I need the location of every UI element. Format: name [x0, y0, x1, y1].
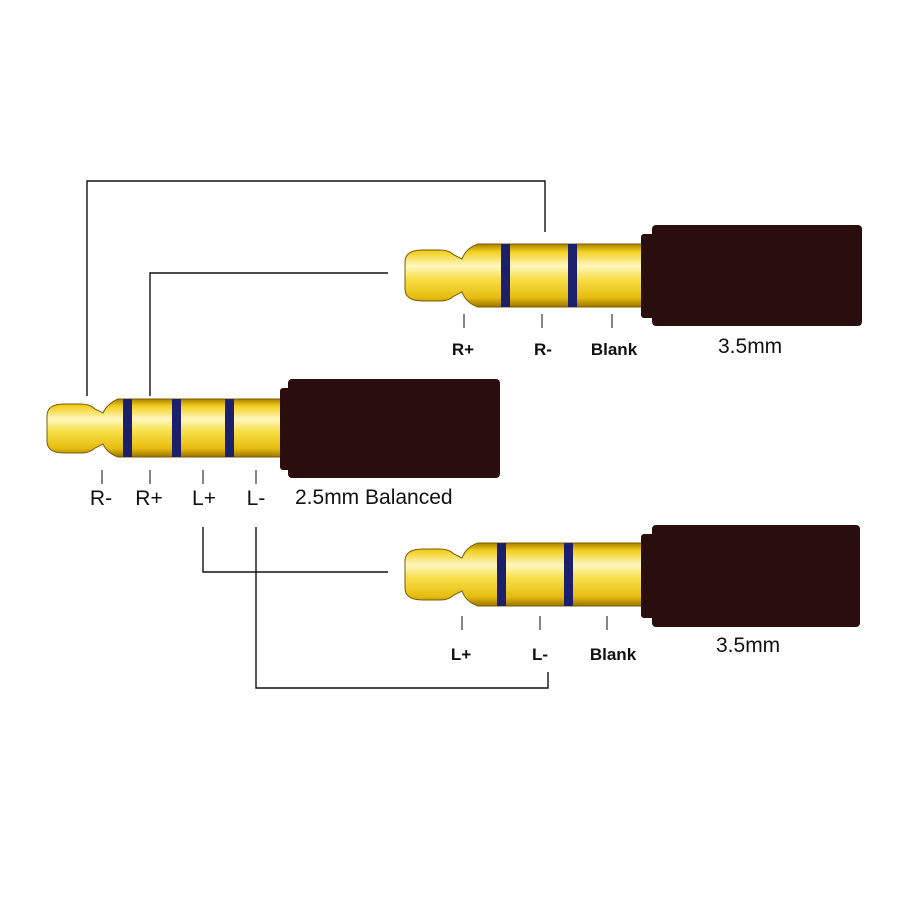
plug-2-5mm-balanced	[46, 379, 500, 484]
plug-3-5mm-left	[404, 525, 860, 630]
left-ring-2	[564, 543, 573, 606]
left-pin-ticks	[461, 616, 608, 630]
wire-l-minus	[255, 527, 549, 689]
right-pin-label-blank: Blank	[590, 340, 638, 359]
wire-l-plus	[202, 527, 388, 573]
balanced-ring-3	[225, 399, 234, 457]
balanced-pin-label-l-plus: L+	[192, 487, 216, 510]
balanced-pin-label-r-minus: R-	[89, 487, 113, 510]
left-plug-metal	[404, 542, 646, 607]
right-pin-label-r-plus: R+	[451, 340, 475, 359]
left-pin-label-blank: Blank	[589, 645, 637, 664]
balanced-plug-metal	[46, 398, 284, 458]
left-pin-label-l-plus: L+	[450, 645, 472, 664]
balanced-pin-label-l-minus: L-	[246, 487, 266, 510]
wire-r-plus	[149, 272, 388, 396]
right-plug-metal	[404, 243, 646, 308]
balanced-sleeve	[288, 379, 500, 478]
right-plug-title: 3.5mm	[718, 335, 783, 358]
plug-3-5mm-right	[404, 225, 862, 328]
left-ring-1	[497, 543, 506, 606]
balanced-ring-2	[172, 399, 181, 457]
wire-r-minus	[86, 180, 546, 396]
right-pin-ticks	[463, 314, 613, 328]
balanced-pin-ticks	[101, 470, 257, 484]
right-ring-1	[501, 244, 510, 307]
balanced-pin-label-r-plus: R+	[135, 487, 163, 510]
balanced-plug-title: 2.5mm Balanced	[295, 486, 453, 509]
balanced-ring-1	[123, 399, 132, 457]
wiring	[86, 180, 549, 689]
right-sleeve	[652, 225, 862, 326]
right-ring-2	[568, 244, 577, 307]
right-pin-label-r-minus: R-	[534, 340, 552, 359]
left-pin-label-l-minus: L-	[531, 645, 549, 664]
left-sleeve	[652, 525, 860, 627]
left-plug-title: 3.5mm	[716, 634, 781, 657]
